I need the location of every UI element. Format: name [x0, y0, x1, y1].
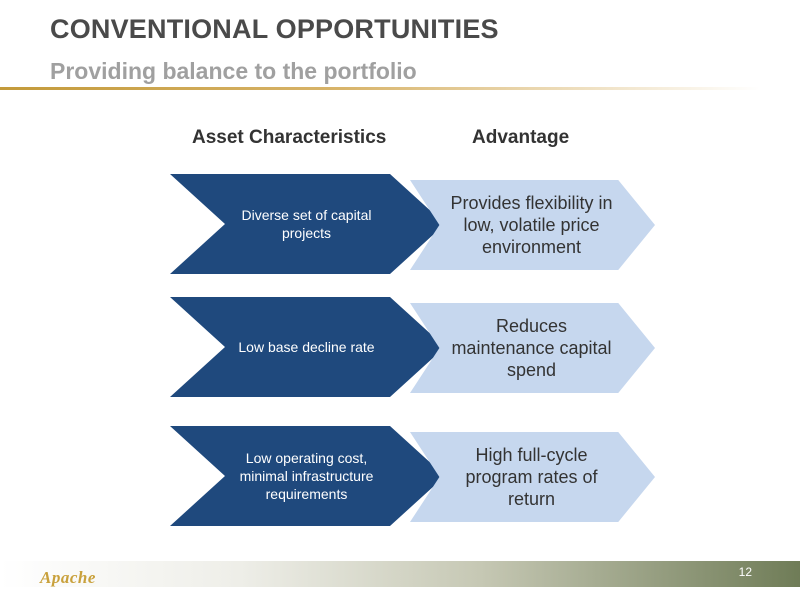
footer-bar — [0, 561, 800, 587]
column-header-characteristics: Asset Characteristics — [192, 127, 387, 148]
advantage-text-1: Provides flexibility in low, volatile pr… — [450, 193, 613, 257]
advantage-text-3: High full-cycle program rates of return — [465, 445, 598, 509]
column-header-advantage: Advantage — [472, 127, 570, 148]
slide-title: CONVENTIONAL OPPORTUNITIES — [50, 14, 499, 44]
advantage-chevron-3: High full-cycle program rates of return — [410, 432, 655, 522]
characteristic-chevron-2: Low base decline rate — [170, 297, 445, 397]
characteristic-text-1: Diverse set of capital projects — [241, 207, 372, 241]
characteristic-chevron-3: Low operating cost, minimal infrastructu… — [170, 426, 445, 526]
title-divider — [0, 87, 760, 90]
page-number: 12 — [738, 565, 752, 579]
slide-subtitle: Providing balance to the portfolio — [50, 58, 417, 84]
characteristic-text-2: Low base decline rate — [238, 339, 375, 355]
characteristic-chevron-1: Diverse set of capital projects — [170, 174, 445, 274]
apache-logo: Apache — [40, 568, 96, 587]
characteristic-text-3: Low operating cost, minimal infrastructu… — [239, 450, 374, 502]
advantage-text-2: Reduces maintenance capital spend — [451, 316, 612, 380]
advantage-chevron-2: Reduces maintenance capital spend — [410, 303, 655, 393]
advantage-chevron-1: Provides flexibility in low, volatile pr… — [410, 180, 655, 270]
